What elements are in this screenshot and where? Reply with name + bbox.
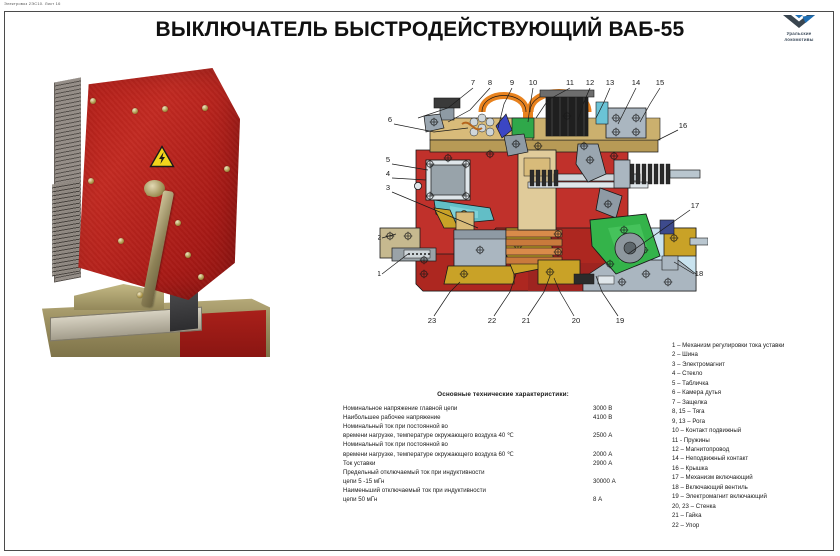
photo-bolt (137, 292, 143, 298)
logo-text: Уральские локомотивы (768, 31, 830, 42)
spec-row: цепи 5 -15 мГн 30000 А (343, 477, 663, 486)
logo-mark-icon (782, 14, 816, 30)
specs-rows: Номинальное напряжение главной цепи 3000 … (343, 404, 663, 504)
callout-15: 15 (656, 78, 664, 87)
callout-20: 20 (572, 316, 580, 325)
logo-line-1: Уральские (786, 31, 812, 36)
callout-10: 10 (529, 78, 537, 87)
spec-row: Номинальный ток при постоянной во (343, 440, 663, 449)
spec-label: Предельный отключаемый ток при индуктивн… (343, 468, 485, 476)
legend-item: 20, 23 – Стенка (672, 502, 716, 510)
high-voltage-warning-icon (149, 145, 175, 168)
spec-label: Наименьший отключаемый ток при индуктивн… (343, 486, 486, 494)
spec-label: цепи 5 -15 мГн (343, 477, 385, 485)
spec-label: Ток уставки (343, 459, 376, 467)
legend-item: 11 - Пружины (672, 436, 710, 444)
callout-9: 9 (510, 78, 514, 87)
legend-item: 2 – Шина (672, 351, 698, 359)
specs-title: Основные технические характеристики: (437, 391, 569, 398)
photo-bolt (185, 252, 191, 258)
photo-bolt (175, 220, 181, 226)
spec-row: Предельный отключаемый ток при индуктивн… (343, 468, 663, 477)
legend-item: 6 – Камера дутья (672, 389, 722, 397)
legend-item: 9, 13 – Рога (672, 417, 705, 425)
spec-value: 2900 А (593, 459, 613, 467)
callout-13: 13 (606, 78, 614, 87)
spec-row: времени нагрузке, температуре окружающег… (343, 431, 663, 440)
spec-row: Ток уставки 2900 А (343, 459, 663, 468)
legend-item: 19 – Электромагнит включающий (672, 493, 767, 501)
photo-bolt (224, 166, 230, 172)
callout-22: 22 (488, 316, 496, 325)
spec-label: цепи 50 мГн (343, 496, 378, 504)
legend-item: 17 – Механизм включающий (672, 474, 753, 482)
spec-row: Наименьший отключаемый ток при индуктивн… (343, 486, 663, 495)
photo-bolt (162, 106, 168, 112)
callout-18: 18 (695, 269, 703, 278)
legend-item: 1 – Механизм регулировки тока уставки (672, 342, 785, 349)
spec-row: цепи 50 мГн 8 А (343, 495, 663, 504)
spec-row: Номинальный ток при постоянной во (343, 422, 663, 431)
spec-value: 8 А (593, 496, 603, 504)
callout-6: 6 (388, 115, 392, 124)
company-logo: Уральские локомотивы (768, 14, 830, 50)
callout-23: 23 (428, 316, 436, 325)
spec-label: времени нагрузке, температуре окружающег… (343, 450, 514, 458)
spec-row: Номинальное напряжение главной цепи 3000 … (343, 404, 663, 413)
photo-lever-pivot (144, 180, 165, 197)
callout-12: 12 (586, 78, 594, 87)
spec-label: Наибольшее рабочее напряжение (343, 414, 441, 422)
legend-item: 8, 15 – Тяга (672, 408, 705, 416)
callout-21: 21 (522, 316, 530, 325)
callout-2: 2 (378, 233, 381, 242)
callout-11: 11 (566, 78, 574, 87)
spec-label: Номинальный ток при постоянной во (343, 441, 448, 449)
spec-row: Наибольшее рабочее напряжение 4100 В (343, 413, 663, 422)
callout-5: 5 (386, 155, 390, 164)
callout-4: 4 (386, 169, 390, 178)
spec-value: 2000 А (593, 450, 613, 458)
breaker-cross-section-drawing: 7 8 9 10 11 12 13 14 15 6 5 4 3 2 1 16 1… (378, 78, 708, 328)
spec-value: 4100 В (593, 414, 613, 422)
photo-bolt (198, 274, 204, 280)
photo-bolt (202, 105, 208, 111)
photo-bolt (118, 238, 124, 244)
callout-8: 8 (488, 78, 492, 87)
legend-item: 4 – Стекло (672, 370, 703, 378)
legend-item: 22 – Упор (672, 521, 700, 529)
legend-item: 10 – Контакт подвижный (672, 427, 742, 435)
spec-value: 3000 В (593, 405, 613, 413)
spec-value: 2500 А (593, 432, 613, 440)
callout-7: 7 (471, 78, 475, 87)
legend-item: 18 – Включающий вентиль (672, 483, 748, 491)
legend-item: 12 – Магнитопровод (672, 445, 730, 453)
legend-list: 1 – Механизм регулировки тока уставки 2 –… (672, 341, 784, 530)
photo-bolt (88, 178, 94, 184)
spec-label: Номинальное напряжение главной цепи (343, 405, 458, 413)
photo-bolt (132, 108, 138, 114)
legend-item: 7 – Защелка (672, 398, 708, 406)
spec-row: времени нагрузке, температуре окружающег… (343, 450, 663, 459)
callout-3: 3 (386, 183, 390, 192)
photo-arc-chute-grid-lower (52, 179, 80, 277)
callout-19: 19 (616, 316, 624, 325)
technical-specs: Основные технические характеристики: Ном… (343, 390, 663, 504)
legend-item: 21 – Гайка (672, 512, 702, 520)
legend-item: 16 – Крышка (672, 464, 708, 472)
legend-item: 3 – Электромагнит (672, 360, 725, 368)
callout-1: 1 (378, 269, 381, 278)
callout-16: 16 (679, 121, 687, 130)
spec-label: времени нагрузке, температуре окружающег… (343, 432, 514, 440)
breaker-photo (32, 62, 282, 357)
legend-item: 14 – Неподвижный контакт (672, 455, 749, 463)
logo-line-2: локомотивы (784, 36, 814, 42)
photo-bolt (90, 98, 96, 104)
legend-item: 5 – Табличка (672, 379, 709, 387)
spec-value: 30000 А (593, 477, 616, 485)
spec-label: Номинальный ток при постоянной во (343, 423, 448, 431)
callout-17: 17 (691, 201, 699, 210)
callout-14: 14 (632, 78, 640, 87)
header-note: Электровоз 2ЭС10. Лист 16 (4, 1, 61, 6)
page-title: ВЫКЛЮЧАТЕЛЬ БЫСТРОДЕЙСТВУЮЩИЙ ВАБ-55 (155, 18, 685, 41)
